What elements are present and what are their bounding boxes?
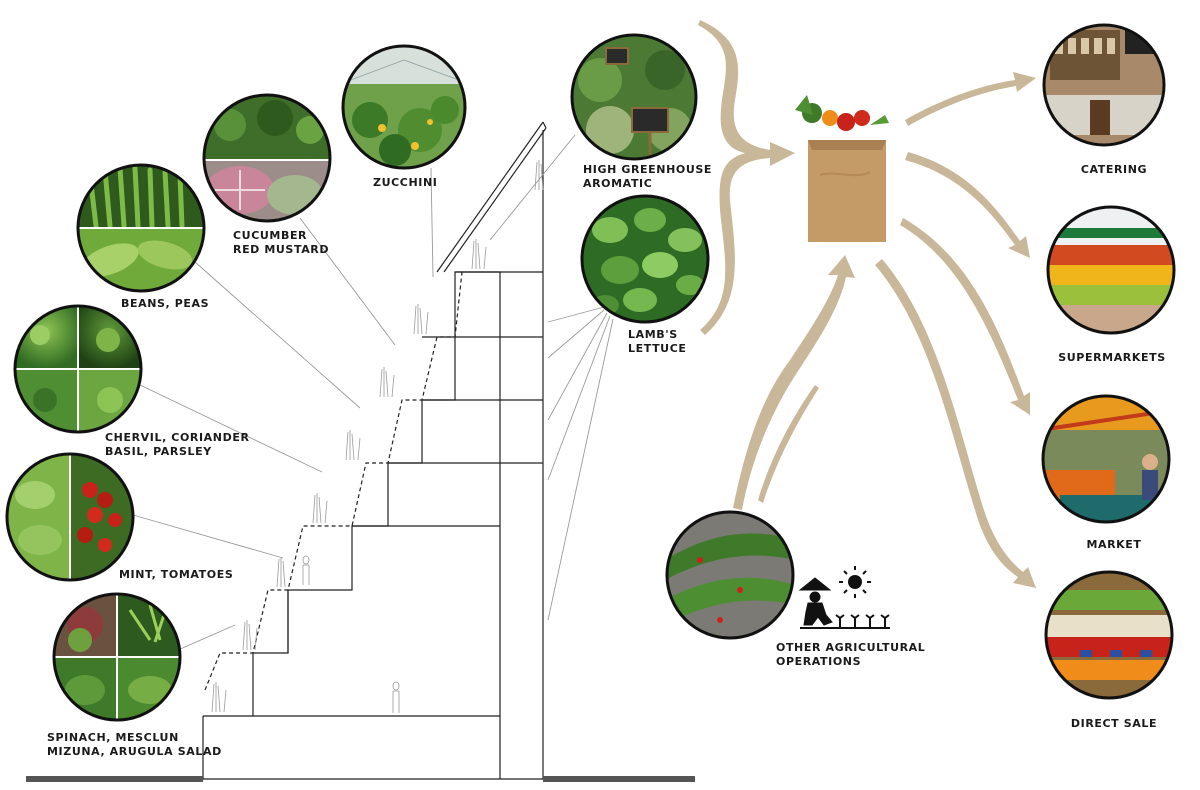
photo-zucchini [343, 46, 465, 168]
photo-supermarkets-frame [1046, 205, 1176, 335]
photo-salad-quad [54, 594, 180, 720]
photo-catering [1044, 25, 1164, 145]
arrow-market [900, 218, 1030, 415]
grocery-bag [795, 95, 889, 242]
label-beans-peas: BEANS, PEAS [121, 297, 210, 310]
photo-direct-sale [1046, 572, 1172, 698]
photo-supermarkets [1048, 207, 1174, 333]
arrow-direct-sale [875, 259, 1036, 588]
label-catering: CATERING [1080, 163, 1148, 176]
label-zucchini: ZUCCHINI [373, 176, 438, 189]
photo-aromatic [572, 35, 696, 159]
sun-icon [839, 566, 871, 598]
photo-beans-peas-frame [76, 163, 206, 293]
arrow-supermarkets [905, 152, 1030, 258]
photo-mint-tomatoes [7, 454, 133, 580]
photo-field-frame [665, 510, 795, 640]
photo-market-frame [1041, 394, 1171, 524]
photo-aromatic-frame [570, 33, 698, 161]
section-plants [211, 160, 544, 713]
photo-lambs-lettuce [582, 196, 708, 322]
flow-arrows [698, 20, 1036, 588]
label-market: MARKET [1086, 538, 1142, 551]
photo-mint-tomatoes-frame [5, 452, 135, 582]
photo-catering-frame [1042, 23, 1166, 147]
building-section [202, 121, 547, 780]
farmer-icon [798, 577, 890, 629]
photo-zucchini-frame [341, 44, 467, 170]
photo-direct-sale-frame [1044, 570, 1174, 700]
leader-lines [132, 134, 614, 651]
source-arrow [733, 255, 855, 510]
brace-arrow [698, 20, 795, 335]
arrow-catering [905, 72, 1036, 126]
ground-left [26, 776, 203, 782]
photo-field [667, 512, 793, 638]
photo-market [1043, 396, 1169, 522]
label-supermarkets: SUPERMARKETS [1058, 351, 1166, 364]
photo-lambs-lettuce-frame [580, 194, 710, 324]
photo-salad-quad-frame [52, 592, 182, 722]
label-mint-tomatoes: MINT, TOMATOES [119, 568, 234, 581]
photo-cucumber-mustard-frame [202, 93, 332, 223]
photo-herbs-quad-frame [13, 304, 143, 434]
label-direct-sale: DIRECT SALE [1070, 717, 1158, 730]
ground-right [543, 776, 695, 782]
